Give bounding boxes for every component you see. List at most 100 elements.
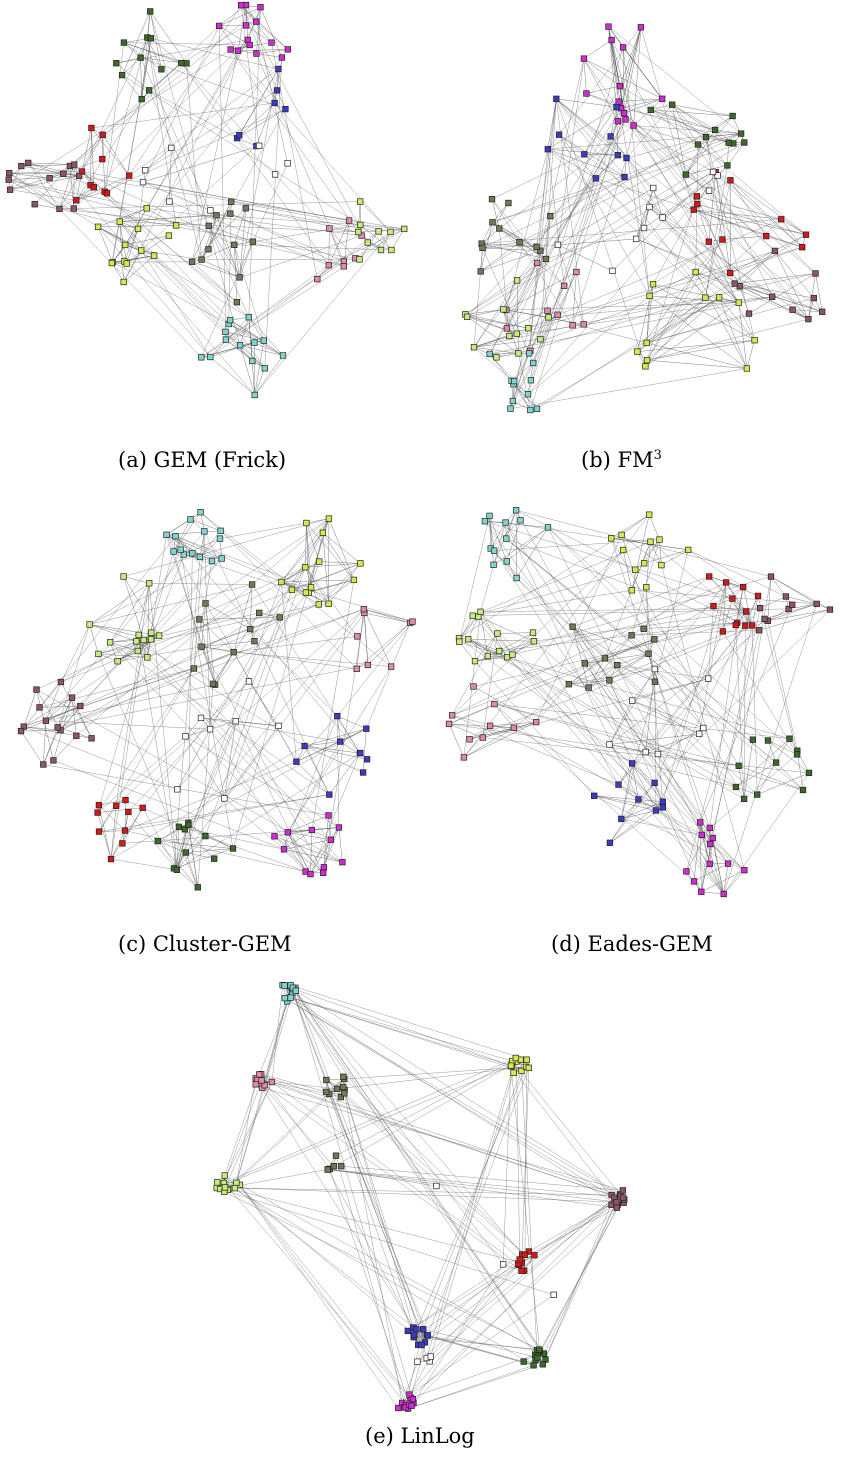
graph-node-dark-green [732, 783, 740, 791]
graph-edge [249, 584, 253, 630]
graph-edge [499, 228, 510, 337]
graph-edge [624, 157, 627, 178]
graph-node-cyan [527, 406, 534, 414]
graph-edge [528, 98, 557, 354]
graph-edge [239, 241, 254, 278]
graph-edge [230, 213, 344, 267]
graph-node-white [284, 160, 291, 167]
graph-edge [503, 309, 518, 334]
graph-edge [649, 271, 696, 297]
graph-edge [633, 125, 740, 303]
graph-edge [209, 729, 306, 872]
graph-node-light-green [470, 344, 478, 351]
graph-edge [715, 172, 803, 248]
graph-edge [290, 985, 536, 1355]
graph-node-red [103, 190, 111, 197]
graph-edge [126, 228, 139, 264]
graph-node-yellow-green [512, 1054, 519, 1062]
graph-edge [53, 735, 77, 761]
graph-node-white [207, 207, 214, 214]
graph-node-blue [357, 749, 364, 757]
graph-edge [292, 987, 540, 1350]
graph-node-cyan [511, 377, 518, 385]
graph-node-yellow-green [641, 560, 648, 567]
graph-node-pink [573, 268, 580, 276]
graph-node-red [706, 573, 713, 580]
graph-node-mauve [745, 310, 753, 317]
graph-node-pink [544, 307, 551, 314]
graph-edge [219, 522, 307, 539]
graph-edges [465, 26, 823, 411]
graph-node-olive-gray [585, 684, 592, 691]
graph-edge [631, 590, 817, 605]
graph-edge [128, 811, 178, 870]
graph-edge [329, 1168, 410, 1405]
graph-edge [408, 1365, 534, 1409]
graph-edge [572, 271, 577, 326]
graph-edge [216, 215, 361, 226]
graph-node-magenta [608, 36, 615, 44]
graph-edge [617, 664, 709, 679]
graph-edge [282, 984, 512, 1066]
graph-node-dark-green [539, 1361, 546, 1368]
graph-edge [650, 104, 673, 111]
graph-edge [181, 62, 257, 147]
graph-edge [188, 824, 234, 849]
graph-node-olive-gray [251, 638, 258, 645]
graph-edge [178, 826, 285, 850]
graph-node-light-green [471, 657, 479, 665]
graph-edge [583, 58, 663, 100]
graph-edge [610, 107, 617, 137]
graph-edge [631, 514, 650, 591]
graph-edge [718, 297, 748, 369]
graph-edge [545, 216, 551, 260]
graph-edge [503, 280, 518, 310]
graph-edge [521, 1070, 538, 1351]
graph-edge [124, 794, 330, 831]
graph-edge [422, 1070, 522, 1330]
graph-edge [235, 720, 279, 727]
graph-node-dark-green [183, 60, 190, 67]
graph-edge [417, 1195, 621, 1362]
graph-edge [466, 316, 519, 354]
graph-edge [60, 641, 137, 731]
graph-edge [362, 728, 367, 773]
graph-node-dark-green [202, 832, 209, 840]
graph-node-light-green [233, 1179, 240, 1186]
graph-edge [212, 612, 260, 685]
graph-node-blue [282, 105, 289, 113]
graph-edge [201, 244, 235, 260]
graph-edge [228, 1088, 338, 1190]
graph-edge [21, 165, 80, 177]
graph-edge [338, 827, 343, 863]
graph-node-olive-gray [188, 258, 196, 265]
graph-node-mauve [60, 170, 67, 177]
graph-edge [142, 145, 260, 183]
graph-edge [732, 115, 745, 143]
graph-node-cyan [197, 509, 204, 516]
graph-node-olive-gray [645, 650, 652, 657]
graph-edge [645, 297, 706, 367]
graph-edge [492, 133, 742, 223]
graph-node-yellow-green [628, 587, 635, 594]
graph-edge [248, 681, 279, 727]
graph-edge [177, 721, 236, 790]
graph-edge [283, 849, 343, 863]
graph-edge [568, 680, 610, 685]
graph-edge [304, 745, 364, 773]
graph-node-light-green [513, 330, 520, 337]
graph-node-mauve [56, 205, 63, 213]
graph-edge [770, 576, 793, 605]
graph-edge [271, 42, 318, 280]
graph-node-light-green [387, 228, 394, 236]
graph-edge [767, 576, 772, 621]
graph-edge [97, 807, 143, 813]
graph-edge [463, 721, 537, 758]
graph-node-yellow-green [302, 589, 310, 596]
graph-edge [463, 727, 515, 758]
graph-node-white [654, 750, 662, 758]
graph-edge [201, 163, 288, 358]
graph-node-olive-gray [628, 632, 635, 639]
graph-edge [147, 37, 177, 226]
graph-edge [123, 576, 150, 584]
